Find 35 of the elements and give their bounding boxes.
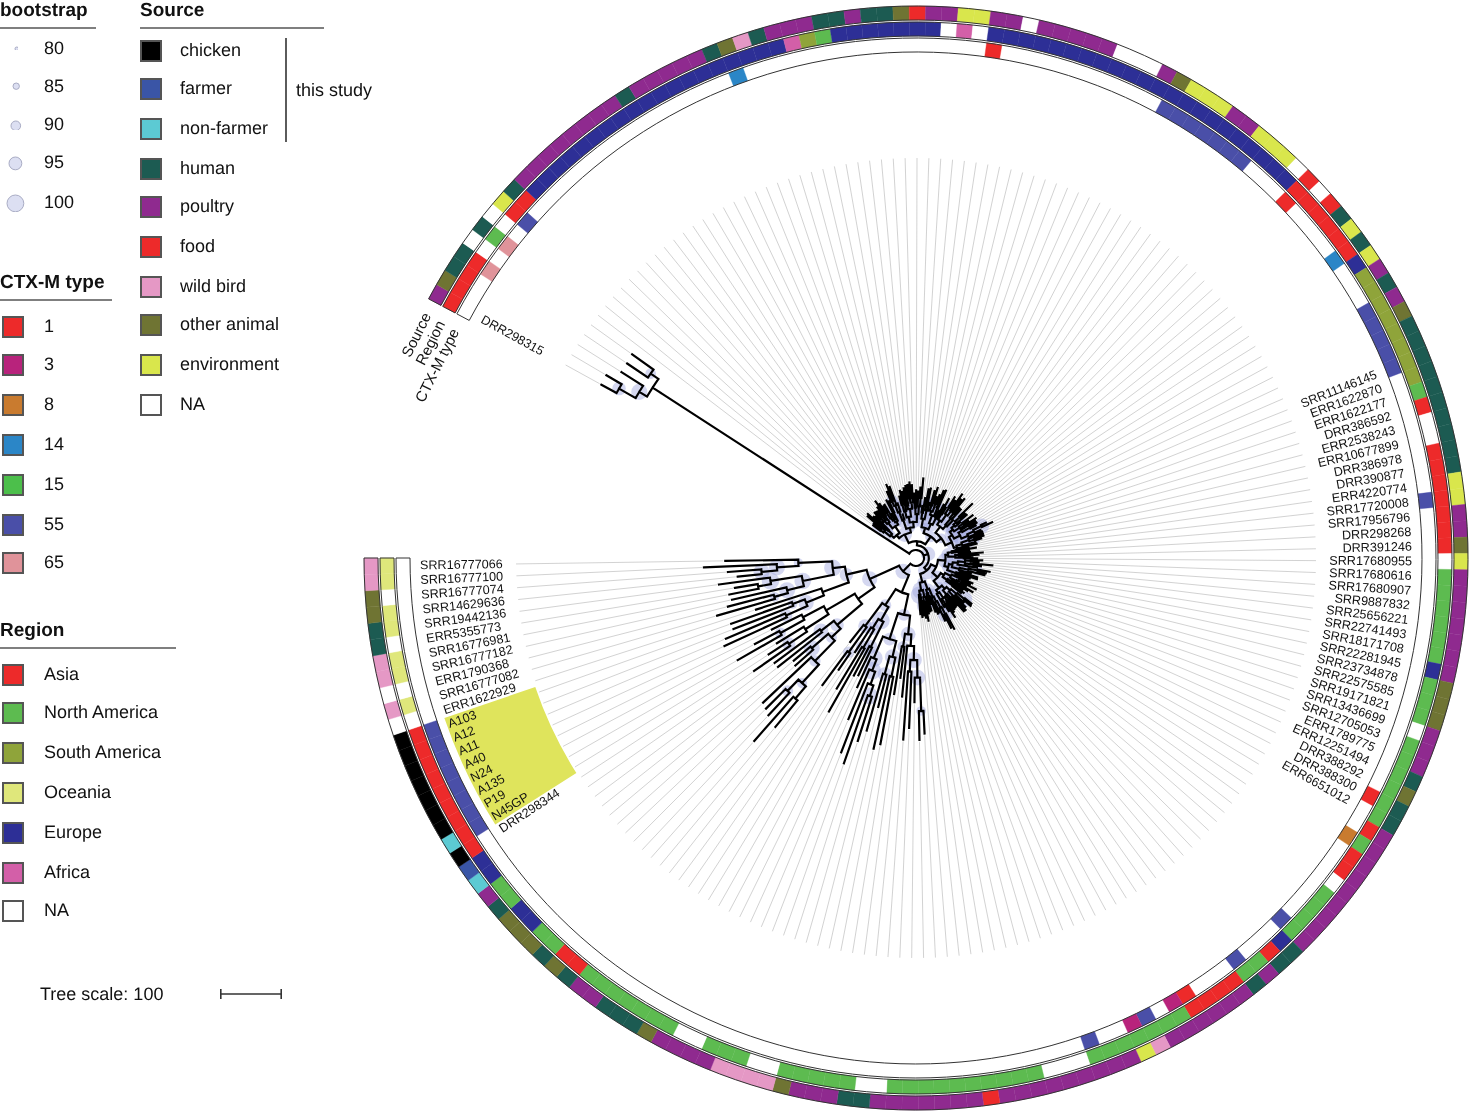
legend-label: 80 [44, 37, 65, 59]
legend-label: Europe [44, 821, 103, 844]
legend-label: Africa [44, 861, 91, 883]
legend-label: human [180, 157, 236, 180]
bracket-label: this study [296, 79, 373, 101]
legend-label: 90 [44, 114, 65, 137]
legend-label: 65 [44, 552, 65, 575]
legend-label: 85 [44, 75, 65, 98]
legend-heading: bootstrap [0, 0, 88, 24]
legend-label: 95 [44, 152, 65, 175]
legend-label: NA [180, 393, 206, 416]
legend-label: 55 [44, 513, 65, 535]
legend-label: 1 [44, 315, 55, 337]
legend-label: 100 [44, 191, 75, 214]
legend-label: 8 [44, 394, 55, 417]
legend-label: 14 [44, 433, 65, 456]
legend-label: NA [44, 900, 70, 923]
legend-heading: Region [0, 620, 65, 644]
legend-label: chicken [180, 39, 242, 61]
legend-label: Asia [44, 663, 80, 685]
legend-label: 15 [44, 473, 65, 496]
legend-label: poultry [180, 196, 235, 219]
legend-heading: Source [140, 0, 205, 24]
legend-label: non-farmer [180, 117, 269, 140]
scale-label: Tree scale: 100 [40, 983, 164, 1005]
legend-label: 3 [44, 354, 55, 377]
legend-label: wild bird [180, 275, 247, 298]
legend-label: Oceania [44, 781, 112, 804]
legend-label: food [180, 236, 216, 258]
legend-label: other animal [180, 314, 280, 337]
legend-label: South America [44, 742, 162, 765]
legend-label: environment [180, 354, 280, 377]
legend-heading: CTX-M type [0, 272, 105, 296]
legend-label: North America [44, 702, 159, 725]
legend-label: farmer [180, 78, 233, 101]
